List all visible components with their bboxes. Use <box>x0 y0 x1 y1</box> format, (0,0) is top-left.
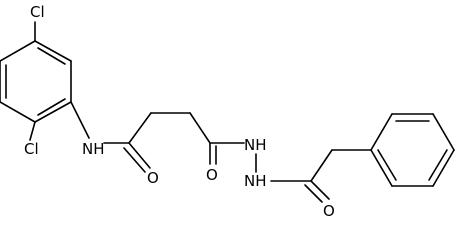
bond-carbonyl2-ch2 <box>310 149 333 182</box>
dichlorophenyl-ring <box>0 40 72 123</box>
bond-chain-1 <box>128 112 152 144</box>
hydrazide-oxygen-label-1: O <box>206 166 218 184</box>
amide-oxygen-label: O <box>147 169 159 187</box>
bond-amide-c-o <box>128 142 151 169</box>
hydrazide-nh-label-2: NH <box>244 172 267 190</box>
bond-carbonyl2-o-double <box>304 184 323 203</box>
chlorine-label-top: Cl <box>30 3 45 21</box>
chlorine-label-left: Cl <box>24 140 39 158</box>
bond-carbonyl2-o <box>310 180 330 200</box>
amide-nh-label: NH <box>82 140 105 158</box>
hydrazide-nh-label-1: NH <box>244 136 267 154</box>
bond-amide-c-o-double <box>123 147 146 173</box>
molecule-structure: Cl Cl NH O O NH NH O <box>0 3 455 220</box>
hydrazide-oxygen-label-2: O <box>323 202 335 220</box>
bond-cl-left <box>29 121 36 141</box>
phenyl-ring <box>370 113 455 187</box>
bond-chain-3 <box>189 112 211 144</box>
bond-ring-nh <box>70 101 90 139</box>
